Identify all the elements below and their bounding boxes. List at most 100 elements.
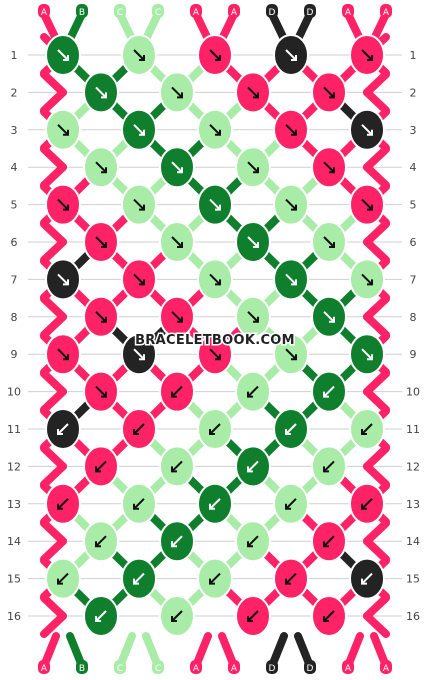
knot — [273, 408, 309, 450]
strand-segment — [363, 519, 390, 546]
arrow-down-left-icon — [95, 460, 107, 473]
arrow-head — [177, 92, 183, 99]
strand-tab — [76, 4, 88, 18]
bottom-strand-label: C — [152, 660, 164, 674]
arrow-down-right-icon — [209, 49, 221, 61]
strand-letter: D — [307, 8, 314, 18]
arrow-down-right-icon — [247, 86, 259, 99]
strand-letter: A — [231, 8, 238, 18]
strand-segment — [40, 537, 67, 564]
arrow-down-left-icon — [95, 610, 107, 622]
arrow-down-right-icon — [57, 198, 69, 211]
arrow-down-right-icon — [285, 348, 297, 360]
arrow-down-left-icon — [247, 385, 259, 398]
arrow-down-right-icon — [285, 124, 297, 136]
strand-segment — [363, 387, 390, 414]
knot — [197, 557, 233, 600]
bottom-strand-label: A — [228, 660, 240, 674]
knot — [197, 482, 233, 525]
arrow-head — [285, 503, 291, 510]
arrow-down-left-icon — [323, 385, 335, 398]
knot — [121, 557, 157, 600]
arrow-head — [323, 616, 329, 622]
arrow-head — [57, 503, 63, 510]
arrow-head — [63, 204, 69, 211]
arrow-head — [291, 129, 297, 136]
arrow-down-right-icon — [57, 49, 69, 61]
knot — [121, 258, 157, 301]
arrow-down-left-icon — [247, 610, 259, 622]
arrow-head — [171, 541, 177, 548]
knot — [197, 34, 233, 76]
arrow-down-left-icon — [133, 423, 145, 435]
row-number-right: 12 — [406, 460, 420, 473]
row-number-left: 8 — [11, 311, 18, 324]
strand-letter: A — [193, 8, 200, 18]
arrow-head — [247, 616, 253, 622]
knot — [121, 408, 157, 450]
top-strand-label: C — [114, 4, 126, 18]
strand-letter: D — [269, 8, 276, 18]
arrow-head — [361, 429, 367, 435]
bottom-strand-label: A — [380, 660, 392, 674]
strand-segment — [40, 387, 67, 414]
knot — [311, 71, 347, 114]
top-strand-label: D — [266, 4, 278, 18]
arrow-head — [101, 391, 107, 398]
knot — [235, 71, 271, 114]
arrow-head — [361, 503, 367, 510]
knot — [197, 333, 233, 376]
arrow-head — [323, 391, 329, 398]
arrow-head — [101, 242, 107, 248]
knot — [349, 333, 385, 376]
strand-segment — [40, 145, 67, 172]
arrow-head — [171, 616, 177, 622]
knot — [159, 595, 195, 637]
knot — [311, 370, 347, 413]
arrow-head — [101, 316, 107, 323]
arrow-down-right-icon — [323, 311, 335, 323]
strand-segment — [40, 594, 67, 620]
strand-letter: D — [269, 664, 276, 674]
strand-segment — [363, 594, 390, 620]
strand-tab — [266, 660, 278, 674]
arrow-head — [57, 578, 63, 585]
knot — [45, 108, 81, 151]
arrow-down-left-icon — [361, 498, 373, 510]
watermark: BRACELETBOOK.COM — [135, 333, 295, 348]
knot — [273, 557, 309, 600]
strand-segment — [363, 238, 390, 264]
knot — [121, 108, 157, 151]
strand-tab — [228, 660, 240, 674]
arrow-down-left-icon — [209, 498, 221, 510]
arrow-down-left-icon — [133, 498, 145, 510]
knot — [83, 595, 119, 637]
knot — [121, 34, 157, 76]
arrow-down-right-icon — [171, 161, 183, 173]
arrow-down-left-icon — [57, 423, 69, 435]
arrow-head — [291, 204, 297, 211]
knot — [235, 445, 271, 488]
arrow-down-left-icon — [323, 535, 335, 547]
row-number-left: 2 — [11, 86, 18, 99]
knot — [311, 295, 347, 338]
arrow-head — [329, 92, 335, 99]
arrow-head — [177, 316, 183, 323]
strand-segment — [40, 312, 67, 339]
row-number-right: 1 — [410, 49, 417, 62]
knot — [311, 520, 347, 563]
arrow-down-left-icon — [323, 610, 335, 622]
knot — [311, 146, 347, 189]
arrow-head — [139, 279, 145, 286]
knot — [349, 183, 385, 226]
arrow-head — [291, 279, 297, 286]
arrow-head — [63, 279, 69, 286]
strand-segment — [363, 312, 390, 339]
strand-letter: A — [345, 664, 352, 674]
arrow-head — [285, 429, 291, 435]
strand-letter: A — [41, 8, 48, 18]
strand-segment — [363, 369, 390, 396]
arrow-head — [253, 316, 259, 323]
